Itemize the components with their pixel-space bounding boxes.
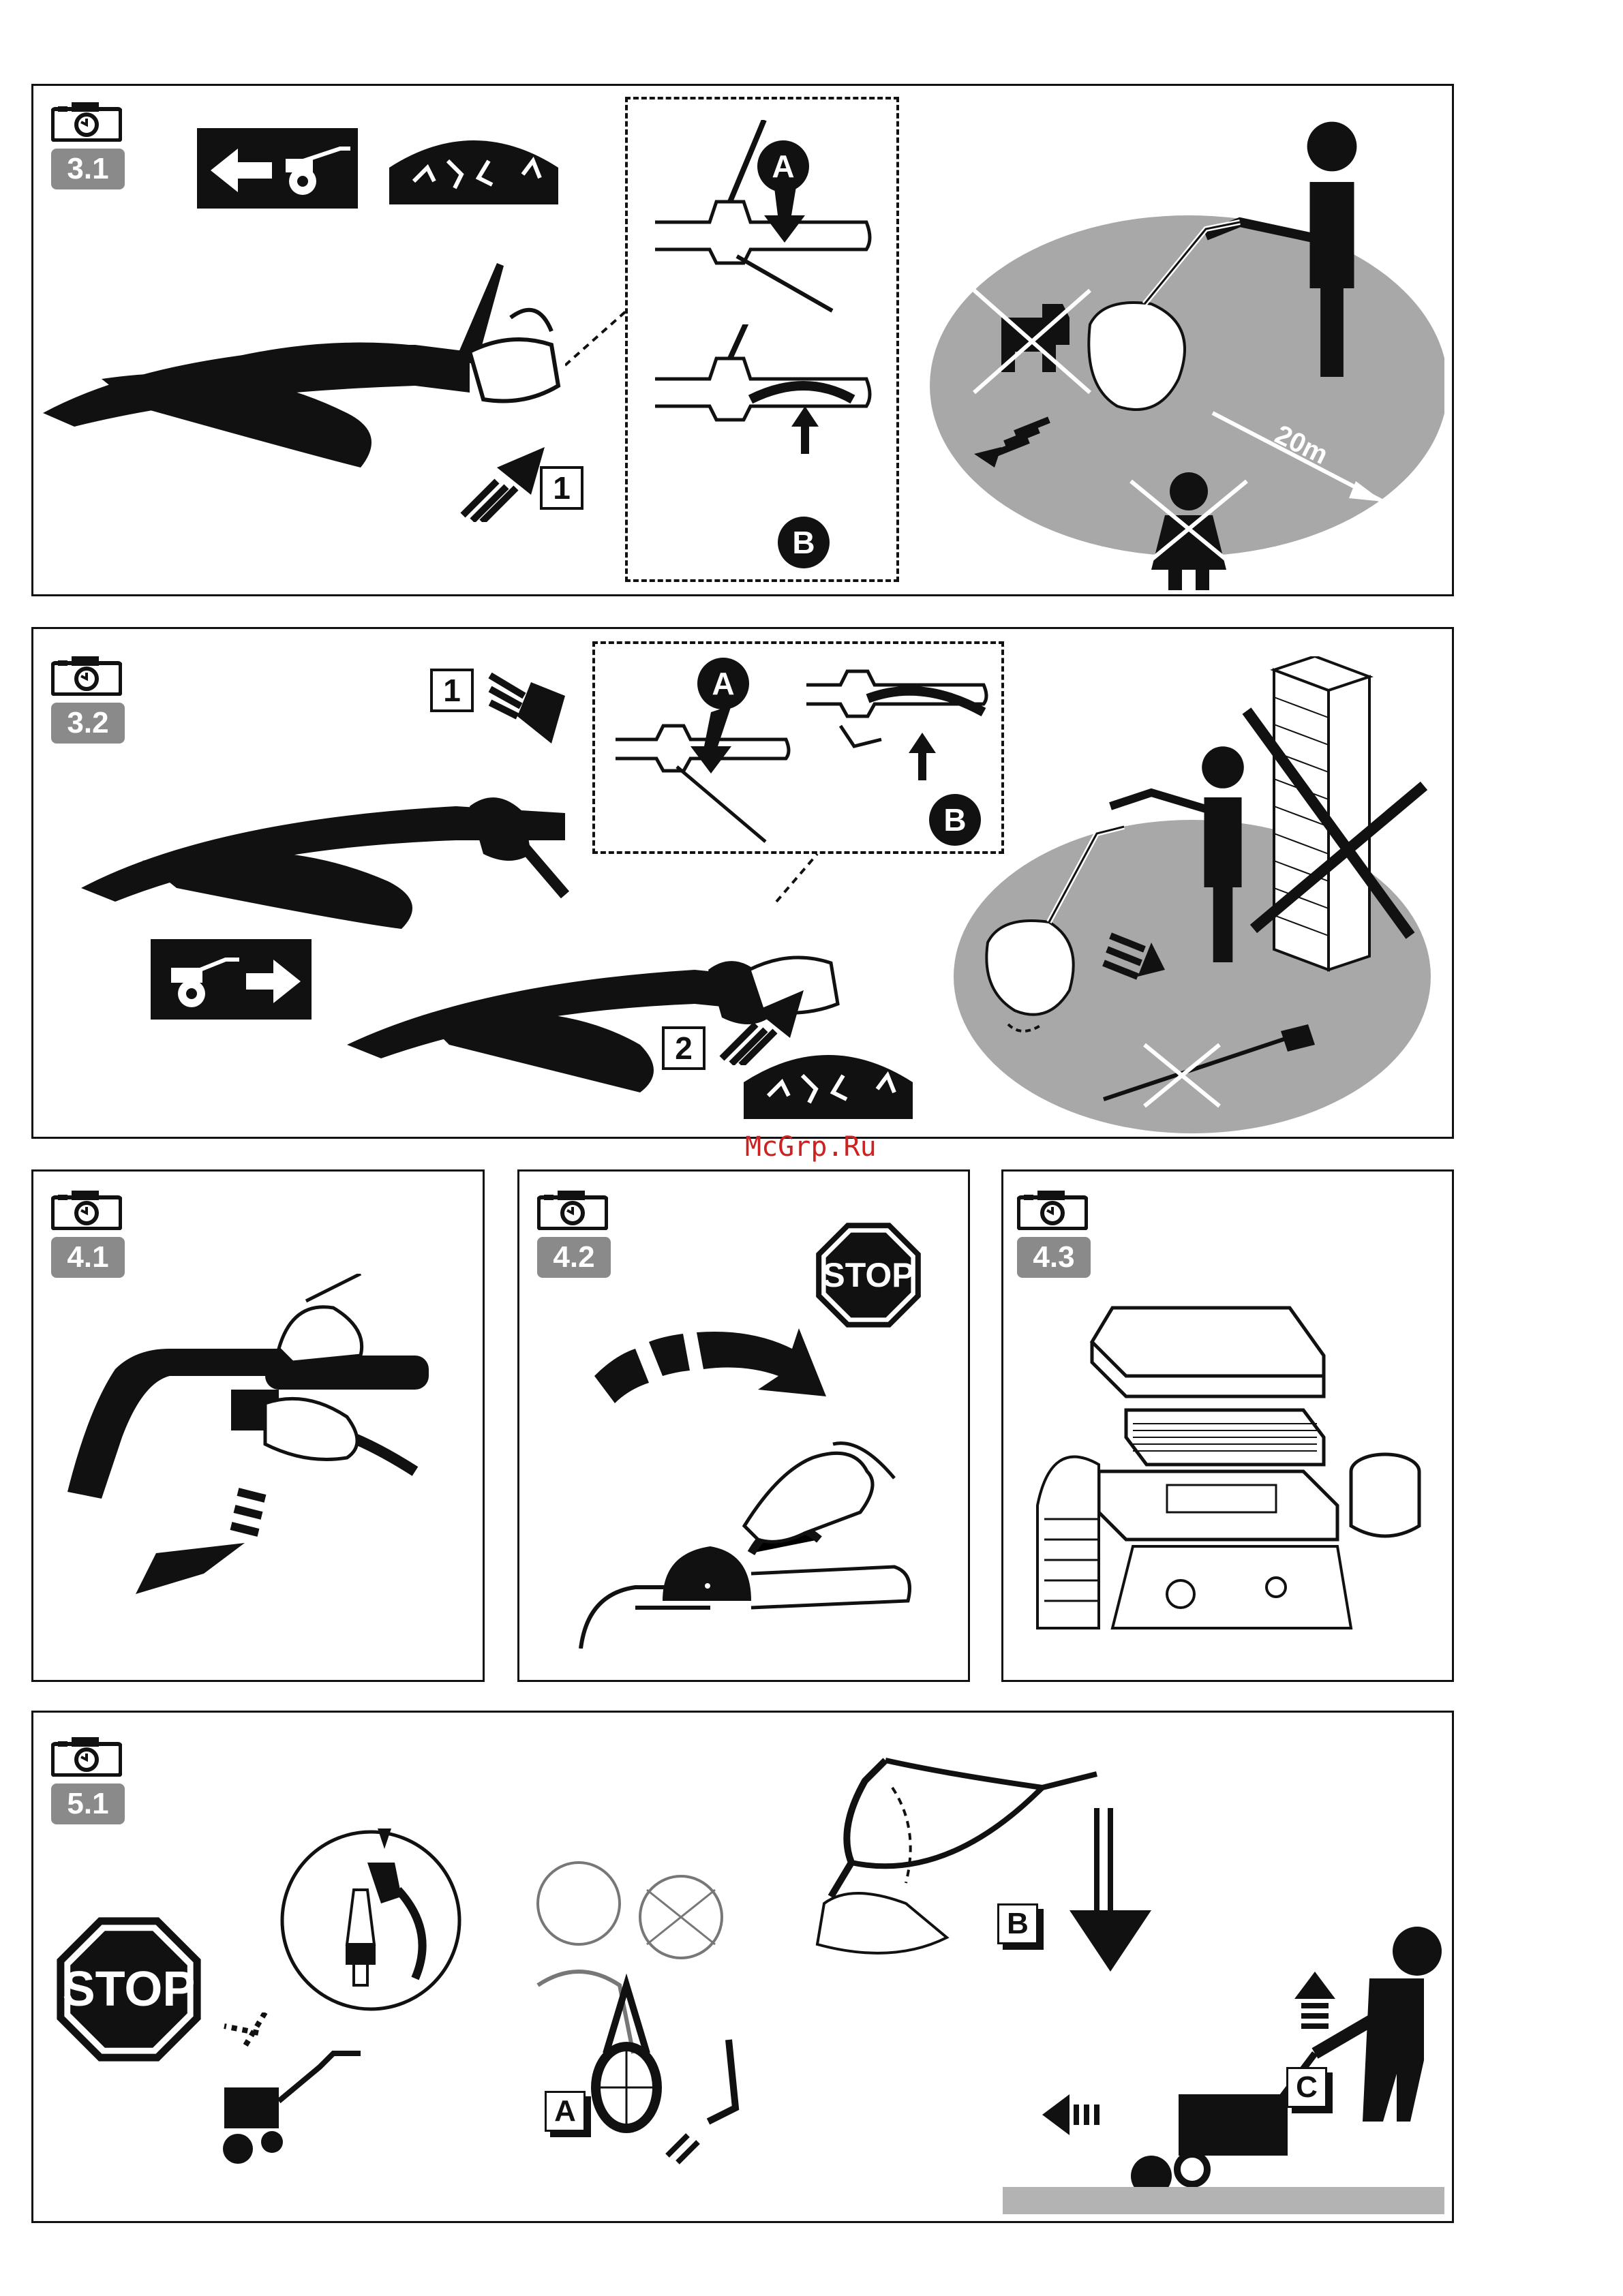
air-filter-icon <box>1031 1301 1440 1642</box>
panel-3-2: 3.2 1 A B <box>31 627 1454 1139</box>
step-1-label: 1 <box>540 466 583 510</box>
transport-illustration <box>1015 1897 1451 2217</box>
wheel-illustration <box>524 1849 797 2203</box>
step-2-label: 2 <box>662 1026 706 1070</box>
label-a: A <box>545 2091 586 2132</box>
safety-zone-illustration: 20m <box>913 100 1444 590</box>
camera-icon <box>537 1189 608 1230</box>
detail-connector <box>565 304 633 372</box>
detail-box: A B <box>625 97 899 582</box>
detail-connector <box>770 847 824 908</box>
camera-icon <box>51 101 122 142</box>
panel-label: 4.3 <box>1017 1237 1091 1278</box>
panel-label: 3.1 <box>51 149 125 189</box>
camera-icon <box>51 1189 122 1230</box>
camera-icon <box>51 1736 122 1777</box>
stop-sign-icon: STOP <box>814 1221 923 1330</box>
tines-icon <box>741 1041 915 1122</box>
rotate-arrow-icon <box>588 1321 833 1424</box>
panel-label: 5.1 <box>51 1784 125 1824</box>
callout-a: A <box>697 658 749 709</box>
panel-5-1: 5.1 STOP A B <box>31 1711 1454 2223</box>
panel-3-1: 3.1 1 A <box>31 84 1454 596</box>
spark-plug-icon <box>258 1822 463 2012</box>
detail-box: A B <box>592 641 1004 854</box>
watermark: McGrp.Ru <box>745 1131 877 1163</box>
wall-obstacle-illustration <box>947 656 1451 1133</box>
label-c: C <box>1286 2067 1327 2108</box>
camera-icon <box>1017 1189 1088 1230</box>
stop-text: STOP <box>814 1221 923 1330</box>
lift-arrow-icon <box>456 440 551 522</box>
step-1-label: 1 <box>430 669 474 712</box>
tines-icon <box>386 127 561 207</box>
callout-b: B <box>778 517 830 568</box>
lever-detail-bottom <box>648 324 880 461</box>
panel-4-3: 4.3 <box>1001 1169 1454 1682</box>
tiller-forward-icon <box>151 939 312 1020</box>
callout-a: A <box>757 140 809 192</box>
stop-sign-icon: STOP <box>54 1914 204 2064</box>
camera-icon <box>51 655 122 696</box>
panel-4-2: 4.2 STOP <box>517 1169 970 1682</box>
handle-release-illustration <box>61 1274 456 1628</box>
ground-bar <box>1003 2187 1444 2214</box>
throttle-illustration <box>574 1430 956 1649</box>
tiller-small-icon <box>197 2012 374 2169</box>
panel-4-1: 4.1 <box>31 1169 485 1682</box>
lever-detail-left <box>609 705 800 848</box>
stop-text: STOP <box>54 1914 204 2064</box>
panel-label: 4.1 <box>51 1237 125 1278</box>
panel-label: 4.2 <box>537 1237 611 1278</box>
tiller-reverse-icon <box>197 128 358 209</box>
